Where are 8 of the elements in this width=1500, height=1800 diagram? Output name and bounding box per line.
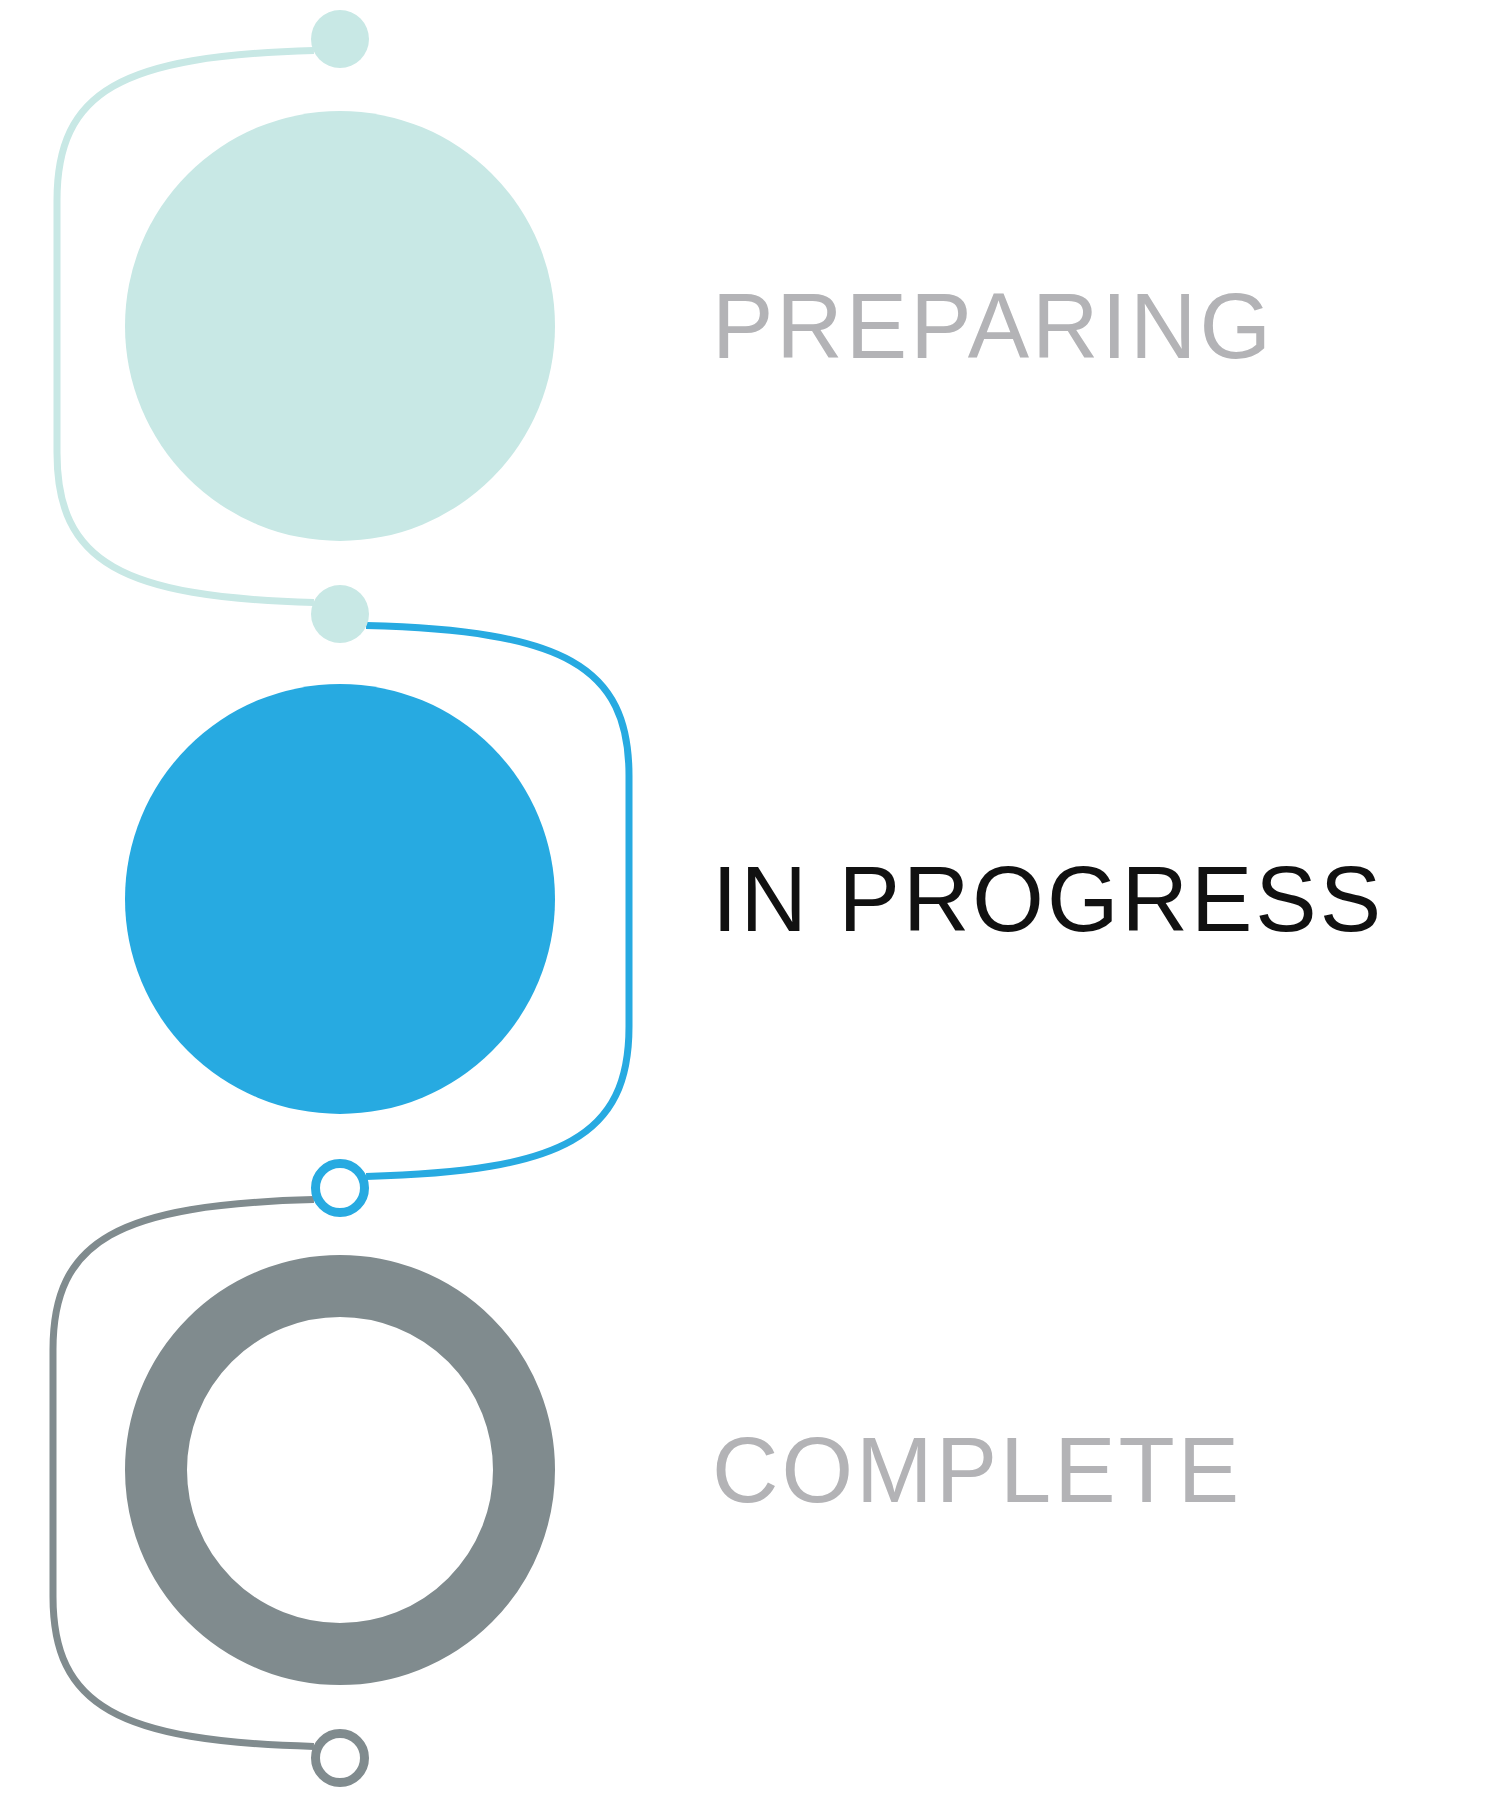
- stage-label: IN PROGRESS: [712, 853, 1384, 945]
- stage-label: PREPARING: [712, 280, 1275, 372]
- connector-arc: [49, 1196, 315, 1750]
- connector-arc: [365, 622, 633, 1180]
- timeline-ring: [311, 1729, 369, 1787]
- connector-arc: [53, 47, 315, 606]
- timeline-ring: [311, 1159, 369, 1217]
- stage-label: COMPLETE: [712, 1424, 1243, 1516]
